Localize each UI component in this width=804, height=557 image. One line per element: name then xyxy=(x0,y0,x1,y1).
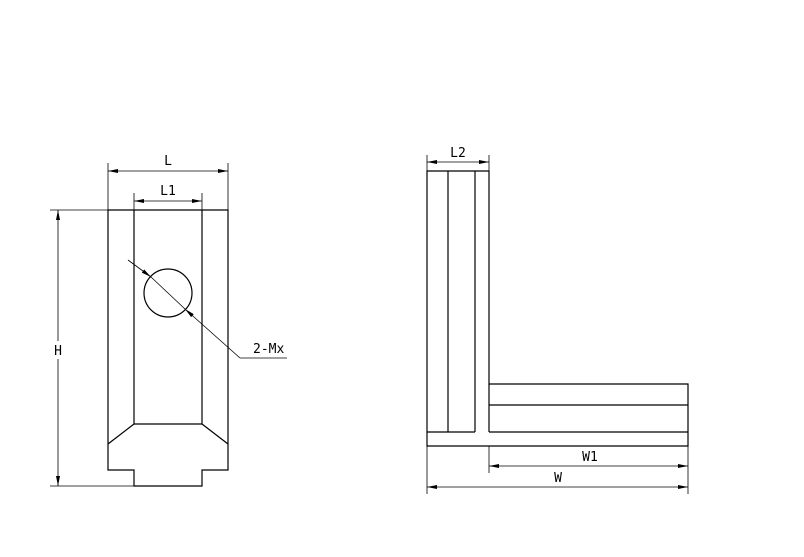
dim-label-L1: L1 xyxy=(160,184,176,199)
chamfer-left xyxy=(107,423,135,445)
hole-leader-arrow-1 xyxy=(127,259,152,278)
front-view: L L1 H 2-Mx xyxy=(50,154,287,487)
side-view: L2 W1 W xyxy=(426,146,689,494)
dim-label-H: H xyxy=(54,344,62,359)
hole-leader-diameter xyxy=(150,276,186,310)
dim-label-W: W xyxy=(554,471,562,486)
front-outline xyxy=(107,209,229,487)
hole-leader-arrow-2 xyxy=(184,308,241,359)
threaded-hole xyxy=(143,268,193,318)
dim-label-L: L xyxy=(164,154,172,169)
label-gap xyxy=(50,341,66,359)
dim-label-L2: L2 xyxy=(450,146,466,161)
chamfer-right xyxy=(201,423,229,445)
dim-label-W1: W1 xyxy=(582,450,598,465)
hole-callout-label: 2-Mx xyxy=(253,342,284,357)
